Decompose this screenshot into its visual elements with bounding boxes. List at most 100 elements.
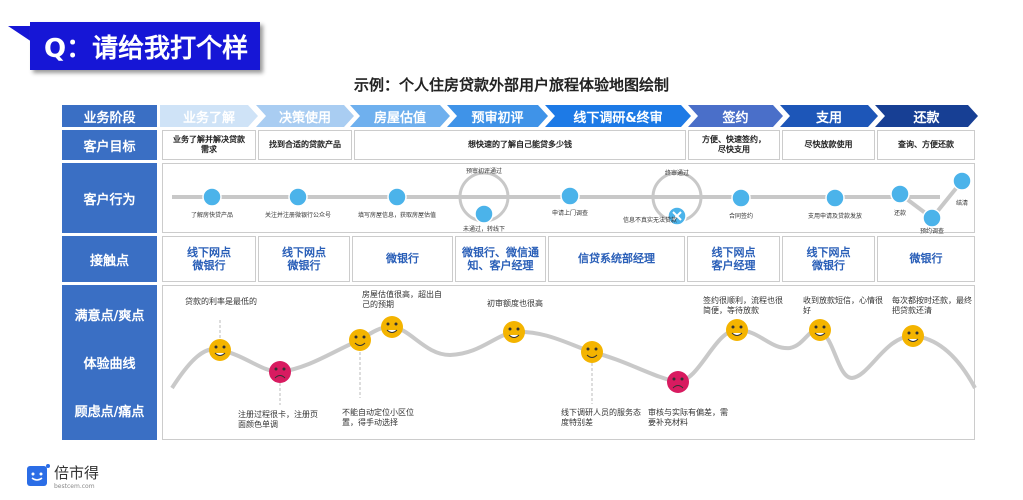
highlight-note: 签约很顺利，流程也很简便，等待放款 bbox=[703, 296, 783, 316]
face-eye bbox=[214, 345, 218, 349]
behavior-node-icon bbox=[890, 184, 910, 204]
face-eye bbox=[274, 367, 278, 371]
behavior-label: 了解房快贷产品 bbox=[190, 212, 233, 219]
goal-cell: 业务了解并解决贷款需求 bbox=[162, 130, 256, 160]
face-mouth bbox=[214, 352, 226, 356]
face-mouth bbox=[731, 332, 743, 336]
behavior-label: 填写房屋信息，获取房屋估值 bbox=[357, 212, 436, 219]
neutral-face-icon bbox=[349, 329, 371, 351]
face-eye bbox=[516, 327, 520, 331]
face-eye bbox=[354, 335, 358, 339]
face-eye bbox=[680, 377, 684, 381]
behavior-label: 预约调查 bbox=[919, 228, 944, 235]
behavior-label: 合同签约 bbox=[728, 213, 753, 220]
face-mouth bbox=[354, 342, 366, 346]
row-label-curve: 体验曲线 bbox=[83, 356, 136, 372]
face-eye bbox=[508, 327, 512, 331]
row-label-experience: 满意点/爽点 体验曲线 顾虑点/痛点 bbox=[62, 285, 157, 440]
face-mouth bbox=[814, 332, 826, 336]
behavior-label: 信息不真实无法贷款 bbox=[622, 217, 677, 224]
stage-6: 支用 bbox=[780, 105, 878, 127]
logo-name: 倍市得 bbox=[54, 464, 100, 482]
behavior-label: 支用申请及贷款发放 bbox=[807, 213, 862, 220]
pain-point-note: 不能自动定位小区位置，得手动选择 bbox=[342, 408, 414, 428]
stage-3: 预审初评 bbox=[447, 105, 548, 127]
face-eye bbox=[394, 322, 398, 326]
behavior-node-icon bbox=[288, 187, 308, 207]
reject-x-icon bbox=[672, 211, 682, 221]
behavior-label: 预审初评通过 bbox=[465, 168, 502, 175]
row-label-highlights: 满意点/爽点 bbox=[74, 309, 145, 325]
stage-4: 线下调研&终审 bbox=[545, 105, 691, 127]
behavior-node-icon bbox=[825, 188, 845, 208]
stage-0: 业务了解 bbox=[160, 105, 258, 127]
touchpoint-cell: 线下网点 微银行 bbox=[162, 236, 256, 282]
happy-face-icon bbox=[726, 319, 748, 341]
behavior-label: 终审通过 bbox=[664, 170, 689, 177]
face-mouth bbox=[586, 354, 598, 358]
stage-7: 还款 bbox=[875, 105, 978, 127]
face-eye bbox=[915, 331, 919, 335]
face-eye bbox=[672, 377, 676, 381]
face-mouth bbox=[274, 375, 286, 379]
touchpoint-cell: 信贷系统部经理 bbox=[548, 236, 685, 282]
happy-face-icon bbox=[209, 339, 231, 361]
highlight-note: 每次都按时还款，最终把贷款还清 bbox=[892, 296, 972, 316]
highlight-note: 房屋估值很高，超出自己的预期 bbox=[362, 290, 442, 310]
touchpoint-cell: 线下网点 客户经理 bbox=[687, 236, 780, 282]
behavior-node-icon bbox=[474, 204, 494, 224]
behavior-label: 结清 bbox=[955, 200, 968, 207]
touchpoint-cell: 微银行、微信通知、客户经理 bbox=[455, 236, 546, 282]
touchpoint-cell: 线下网点 微银行 bbox=[782, 236, 875, 282]
happy-face-icon bbox=[503, 321, 525, 343]
row-label-goal: 客户目标 bbox=[62, 130, 157, 160]
face-mouth bbox=[672, 385, 684, 389]
pain-point-note: 注册过程很卡，注册页面颜色单调 bbox=[238, 410, 318, 430]
behavior-label: 还款 bbox=[893, 210, 906, 217]
happy-face-icon bbox=[809, 319, 831, 341]
experience-panel bbox=[162, 285, 975, 440]
face-mouth bbox=[907, 338, 919, 342]
row-label-pains: 顾虑点/痛点 bbox=[74, 404, 145, 420]
behavior-row bbox=[162, 163, 975, 233]
pain-point-note: 线下调研人员的服务态度特别差 bbox=[561, 408, 641, 428]
touchpoint-cell: 微银行 bbox=[352, 236, 453, 282]
behavior-label: 关注并注册微银行公众号 bbox=[264, 212, 331, 219]
stage-2: 房屋估值 bbox=[350, 105, 450, 127]
behavior-node-icon bbox=[731, 188, 751, 208]
goal-cell: 查询、方便还款 bbox=[877, 130, 975, 160]
behavior-node-icon bbox=[387, 187, 407, 207]
highlight-note: 贷款的利率是最低的 bbox=[185, 297, 257, 306]
question-banner: Q：请给我打个样 bbox=[30, 22, 260, 70]
row-label-stage: 业务阶段 bbox=[62, 105, 157, 127]
goal-cell: 找到合适的贷款产品 bbox=[258, 130, 352, 160]
highlight-note: 初审额度也很高 bbox=[487, 299, 543, 308]
face-eye bbox=[362, 335, 366, 339]
face-eye bbox=[386, 322, 390, 326]
sad-face-icon bbox=[269, 361, 291, 383]
logo-icon bbox=[27, 464, 50, 486]
goal-cell: 方便、快速签约，尽快支用 bbox=[688, 130, 780, 160]
touchpoint-cell: 线下网点 微银行 bbox=[258, 236, 350, 282]
pain-point-note: 审核与实际有偏差，需要补充材料 bbox=[648, 408, 728, 428]
face-eye bbox=[282, 367, 286, 371]
stage-5: 签约 bbox=[688, 105, 783, 127]
face-eye bbox=[222, 345, 226, 349]
row-label-touchpoint: 接触点 bbox=[62, 236, 157, 282]
face-eye bbox=[586, 347, 590, 351]
highlight-note: 收到放款短信，心情很好 bbox=[803, 296, 883, 316]
happy-face-icon bbox=[902, 325, 924, 347]
behavior-node-icon bbox=[560, 186, 580, 206]
neutral-face-icon bbox=[581, 341, 603, 363]
experience-curve bbox=[170, 324, 977, 390]
touchpoint-cell: 微银行 bbox=[877, 236, 975, 282]
behavior-node-icon bbox=[922, 208, 942, 228]
banner-tail bbox=[8, 26, 32, 42]
behavior-node-icon bbox=[202, 187, 222, 207]
face-eye bbox=[822, 325, 826, 329]
sad-face-icon bbox=[667, 371, 689, 393]
face-eye bbox=[814, 325, 818, 329]
happy-face-icon bbox=[381, 316, 403, 338]
